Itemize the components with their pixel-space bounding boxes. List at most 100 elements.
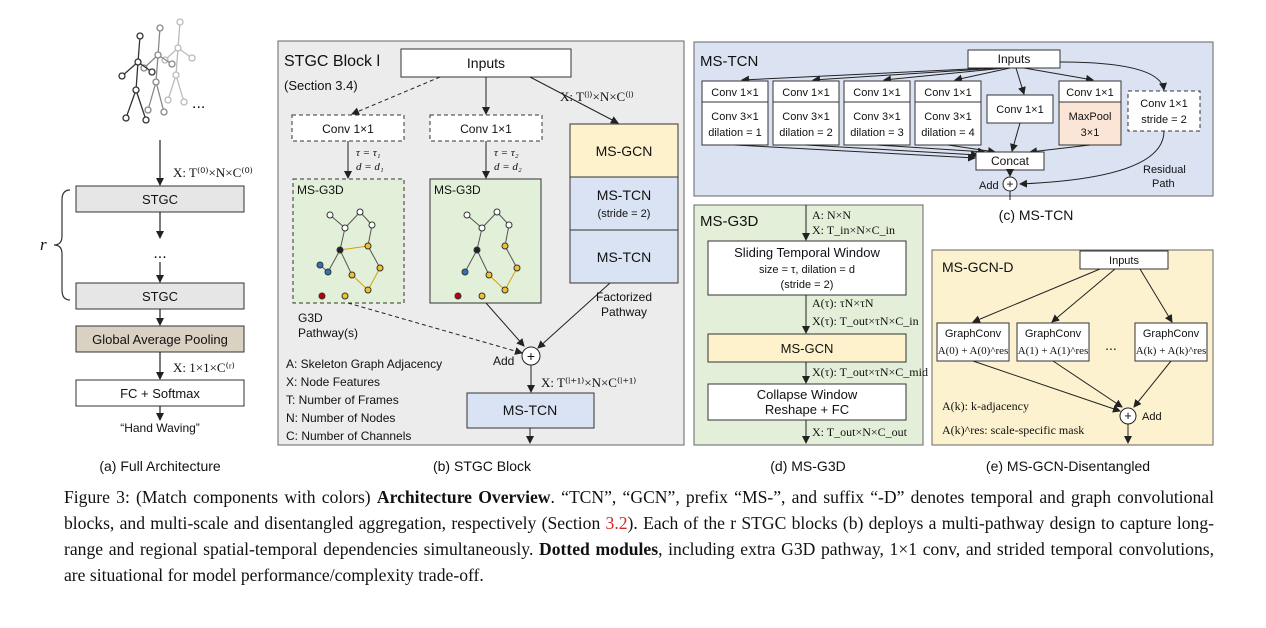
ms-gcn-box: [569, 123, 679, 178]
inputs-box: [967, 49, 1061, 69]
svg-text:Conv 1×1: Conv 1×1: [853, 87, 900, 99]
svg-text:A(τ): τN×τN: A(τ): τN×τN: [812, 296, 874, 310]
svg-text:MS-G3D: MS-G3D: [434, 183, 481, 197]
prediction-label: “Hand Waving”: [120, 421, 200, 435]
dilated-branch-1: Conv 1×1 Conv 3×1 dilation = 1: [701, 80, 769, 146]
svg-text:Conv 1×1: Conv 1×1: [996, 104, 1043, 116]
stgc-block-subtitle: (Section 3.4): [284, 78, 358, 93]
svg-text:MS-TCN: MS-TCN: [503, 402, 557, 418]
svg-text:MS-TCN: MS-TCN: [700, 53, 758, 70]
skeleton-sequence-icon: [118, 18, 196, 124]
svg-text:Pathway: Pathway: [601, 305, 647, 319]
conv-1x1-dashed: [291, 114, 405, 142]
svg-text:STGC: STGC: [142, 289, 178, 304]
ms-tcn-stride-box: [569, 176, 679, 231]
section-reference-link[interactable]: 3.2: [605, 513, 628, 533]
svg-text:Inputs: Inputs: [467, 55, 505, 71]
graphconv-1: [1016, 322, 1090, 362]
inputs-box: [400, 48, 572, 78]
dilated-branch-3: Conv 1×1 Conv 3×1 dilation = 3: [843, 80, 911, 146]
svg-text:(stride = 2): (stride = 2): [781, 279, 834, 291]
output-dims: X: T⁽ˡ⁺¹⁾×N×C⁽ˡ⁺¹⁾: [541, 375, 636, 390]
spatiotemporal-graph-icon: [316, 208, 384, 300]
svg-text:Add: Add: [1142, 411, 1162, 423]
svg-text:N: Number of Nodes: N: Number of Nodes: [286, 411, 395, 425]
svg-text:Path: Path: [1152, 178, 1175, 190]
ms-gcn-box: [707, 333, 907, 363]
caption-text: ). Each of the r STGC blocks (b) deploys…: [64, 513, 1214, 559]
panel-b-caption: (b) STGC Block: [433, 458, 532, 474]
svg-text:X: T_out×N×C_out: X: T_out×N×C_out: [812, 425, 908, 439]
svg-text:3×1: 3×1: [1081, 127, 1100, 139]
svg-text:Conv 1×1: Conv 1×1: [1066, 87, 1113, 99]
ms-tcn-final: [466, 392, 595, 429]
panel-c-caption: (c) MS-TCN: [999, 207, 1074, 223]
repeat-count-r: r: [40, 235, 47, 254]
svg-text:GraphConv: GraphConv: [1025, 328, 1082, 340]
caption-text: , including extra G3D pathway, 1×1 conv,…: [64, 539, 1214, 585]
gap-output-dims: X: 1×1×C⁽ʳ⁾: [173, 360, 235, 375]
panel-a-full-architecture: ... X: T⁽⁰⁾×N×C⁽⁰⁾ STGC ... STGC r Globa…: [40, 18, 253, 474]
svg-text:GraphConv: GraphConv: [1143, 328, 1200, 340]
svg-text:Pathway(s): Pathway(s): [298, 326, 358, 340]
svg-text:Conv 3×1: Conv 3×1: [853, 111, 900, 123]
svg-text:Sliding Temporal Window: Sliding Temporal Window: [734, 245, 880, 260]
svg-text:X(τ): T_out×τN×C_in: X(τ): T_out×τN×C_in: [812, 314, 919, 328]
svg-text:A(1) + A(1)^res: A(1) + A(1)^res: [1018, 345, 1089, 357]
k-adjacency-legend: A(k): k-adjacency: [942, 399, 1029, 413]
dilated-branch-2: Conv 1×1 Conv 3×1 dilation = 2: [772, 80, 840, 146]
svg-text:A(k) + A(k)^res: A(k) + A(k)^res: [1136, 345, 1207, 357]
panel-e-ms-gcn-d: MS-GCN-D Inputs GraphConv A(0) + A(0)^re…: [931, 249, 1214, 474]
svg-text:X: Node Features: X: Node Features: [286, 375, 380, 389]
svg-text:T: Number of Frames: T: Number of Frames: [286, 393, 399, 407]
ms-tcn-box: [569, 229, 679, 284]
residual-conv-dashed: [1127, 90, 1201, 132]
conv-1x1-branch: [986, 94, 1054, 124]
svg-text:MS-GCN-D: MS-GCN-D: [942, 259, 1014, 275]
svg-text:Inputs: Inputs: [1109, 255, 1139, 267]
mask-legend: A(k)^res: scale-specific mask: [942, 423, 1084, 437]
collapse-window: [707, 383, 907, 421]
caption-prefix: Figure 3: (Match components with colors): [64, 487, 377, 507]
inputs-box: [1079, 250, 1169, 270]
svg-text:d = d₁: d = d₁: [356, 161, 384, 173]
svg-text:dilation = 1: dilation = 1: [708, 127, 762, 139]
svg-text:A: N×N: A: N×N: [812, 208, 851, 222]
svg-text:d = d₂: d = d₂: [494, 161, 522, 173]
ellipsis: ...: [192, 95, 205, 112]
svg-text:Reshape + FC: Reshape + FC: [765, 402, 849, 417]
svg-text:MS-GCN: MS-GCN: [781, 341, 834, 356]
panel-d-ms-g3d: MS-G3D A: N×N X: T_in×N×C_in Sliding Tem…: [693, 204, 928, 474]
ms-g3d-dashed-pathway: [292, 178, 405, 304]
svg-text:Inputs: Inputs: [998, 52, 1031, 66]
panel-c-ms-tcn: MS-TCN Inputs Conv 1×1 Conv 3×1 dilation…: [693, 41, 1214, 223]
svg-text:Conv 1×1: Conv 1×1: [711, 87, 758, 99]
svg-text:Conv 1×1: Conv 1×1: [1140, 98, 1187, 110]
stgc-block-2: [75, 282, 245, 310]
svg-text:MS-G3D: MS-G3D: [700, 213, 759, 230]
svg-text:Conv 1×1: Conv 1×1: [782, 87, 829, 99]
svg-text:τ = τ₁: τ = τ₁: [356, 147, 381, 159]
svg-text:stride = 2: stride = 2: [1141, 114, 1187, 126]
svg-text:STGC: STGC: [142, 192, 178, 207]
graphconv-k: [1134, 322, 1208, 362]
fc-softmax: [75, 379, 245, 407]
panel-d-caption: (d) MS-G3D: [770, 458, 845, 474]
svg-text:A: Skeleton Graph Adjacency: A: Skeleton Graph Adjacency: [286, 357, 442, 371]
svg-text:Conv 1×1: Conv 1×1: [460, 122, 512, 136]
spatiotemporal-graph-icon: [454, 208, 521, 300]
svg-text:MaxPool: MaxPool: [1069, 111, 1112, 123]
dilated-branch-4: Conv 1×1 Conv 3×1 dilation = 4: [914, 80, 982, 146]
svg-text:Global Average Pooling: Global Average Pooling: [92, 332, 228, 347]
notation-legend: A: Skeleton Graph Adjacency X: Node Feat…: [286, 357, 442, 443]
svg-text:X: T_in×N×C_in: X: T_in×N×C_in: [812, 223, 895, 237]
svg-text:Add: Add: [493, 354, 514, 368]
svg-text:GraphConv: GraphConv: [945, 328, 1002, 340]
svg-text:MS-TCN: MS-TCN: [597, 249, 651, 265]
svg-text:+: +: [1124, 408, 1132, 423]
svg-text:Conv 3×1: Conv 3×1: [924, 111, 971, 123]
factorized-pathway-label: Factorized: [596, 290, 652, 304]
maxpool-branch: Conv 1×1 MaxPool 3×1: [1058, 80, 1122, 146]
svg-text:Add: Add: [979, 180, 999, 192]
svg-text:+: +: [527, 348, 535, 364]
